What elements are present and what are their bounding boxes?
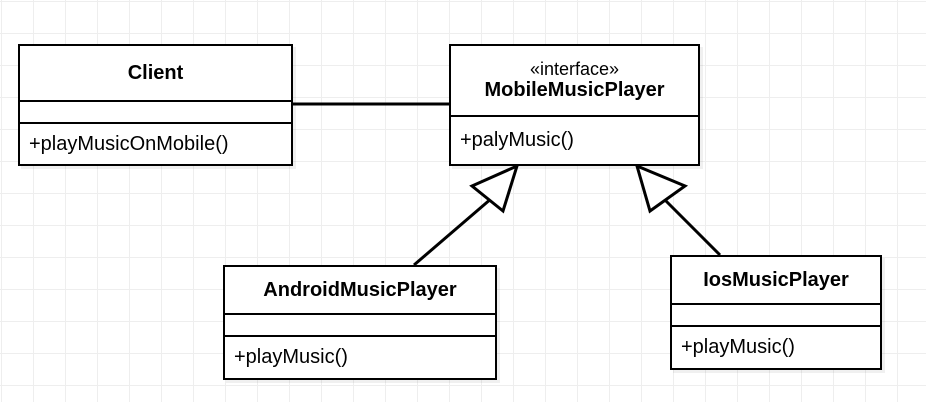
class-method-mobile-music-player-0: +palyMusic()	[460, 129, 574, 151]
class-method-android-music-player-0: +playMusic()	[234, 346, 348, 368]
class-methods-section-ios-music-player: +playMusic()	[672, 325, 880, 368]
class-attributes-section-android-music-player	[225, 313, 495, 335]
class-box-ios-music-player[interactable]: IosMusicPlayer +playMusic()	[670, 255, 882, 370]
class-name-android-music-player: AndroidMusicPlayer	[263, 278, 457, 301]
class-title-section-mobile-music-player: «interface» MobileMusicPlayer	[451, 46, 698, 115]
realization-line-ios	[660, 195, 722, 257]
class-methods-section-mobile-music-player: +palyMusic()	[451, 115, 698, 164]
class-attributes-section-ios-music-player	[672, 303, 880, 325]
class-name-mobile-music-player: MobileMusicPlayer	[484, 79, 665, 102]
class-box-android-music-player[interactable]: AndroidMusicPlayer +playMusic()	[223, 265, 497, 380]
class-method-client-0: +playMusicOnMobile()	[29, 132, 229, 155]
class-method-ios-music-player-0: +playMusic()	[681, 336, 795, 358]
realization-line-android	[413, 196, 493, 267]
hollow-triangle-arrowhead-ios	[634, 163, 689, 214]
class-box-mobile-music-player[interactable]: «interface» MobileMusicPlayer +palyMusic…	[449, 44, 700, 166]
class-name-ios-music-player: IosMusicPlayer	[703, 268, 849, 291]
class-title-section-client: Client	[20, 46, 291, 100]
class-name-client: Client	[127, 61, 184, 84]
class-title-section-android-music-player: AndroidMusicPlayer	[225, 267, 495, 313]
class-title-section-ios-music-player: IosMusicPlayer	[672, 257, 880, 303]
class-methods-section-android-music-player: +playMusic()	[225, 335, 495, 378]
hollow-triangle-arrowhead-android	[469, 163, 520, 214]
class-box-client[interactable]: Client +playMusicOnMobile()	[18, 44, 293, 166]
class-attributes-section-client	[20, 100, 291, 122]
class-stereotype-mobile-music-player: «interface»	[529, 58, 620, 79]
class-methods-section-client: +playMusicOnMobile()	[20, 122, 291, 164]
